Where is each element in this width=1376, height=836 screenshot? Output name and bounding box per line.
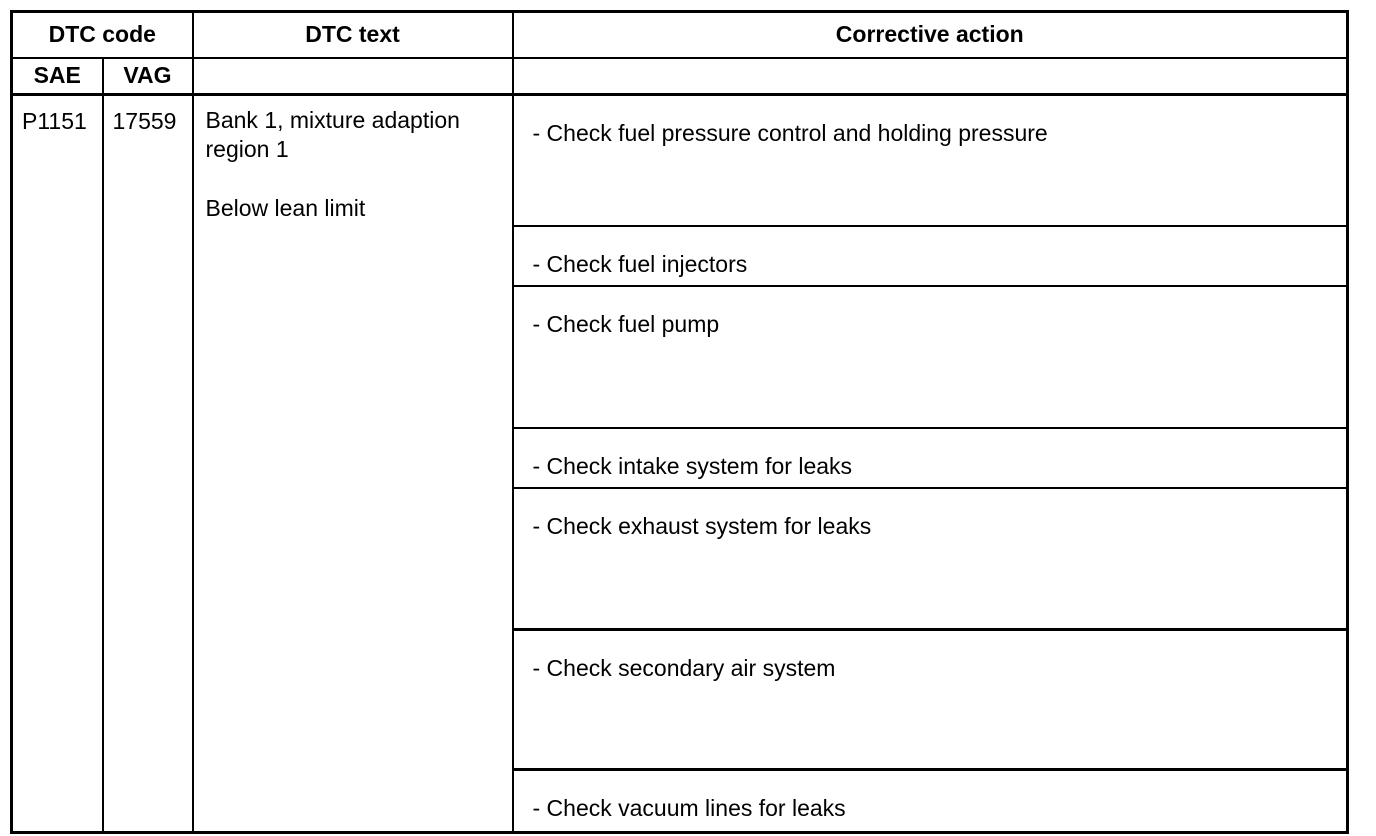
header-corrective-empty-cell <box>511 56 1349 96</box>
corrective-action-item: - Check intake system for leaks <box>514 427 1346 487</box>
dtc-text-line2: Below lean limit <box>205 194 366 221</box>
sae-code-cell: P1151 <box>10 93 104 834</box>
header-corrective-action: Corrective action <box>511 10 1349 59</box>
header-dtc-text: DTC text <box>191 10 514 59</box>
dtc-data-row: P1151 17559 Bank 1, mixture adaption reg… <box>10 93 1349 834</box>
header-row-main: DTC code DTC text Corrective action <box>10 10 1349 59</box>
dtc-table: DTC code DTC text Corrective action SAE … <box>10 10 1349 834</box>
dtc-text-line1: Bank 1, mixture adaption region 1 <box>205 107 460 162</box>
header-vag: VAG <box>101 56 194 96</box>
corrective-action-item: - Check fuel injectors <box>514 225 1346 285</box>
header-dtc-code: DTC code <box>10 10 194 59</box>
vag-code-cell: 17559 <box>101 93 194 834</box>
corrective-action-item: - Check exhaust system for leaks <box>514 487 1346 628</box>
header-row-sub: SAE VAG <box>10 56 1349 96</box>
corrective-action-item: - Check secondary air system <box>514 628 1346 768</box>
header-dtc-text-empty-cell <box>191 56 514 96</box>
header-sae: SAE <box>10 56 104 96</box>
corrective-actions-cell: - Check fuel pressure control and holdin… <box>511 93 1349 834</box>
corrective-action-item: - Check fuel pressure control and holdin… <box>532 120 1048 146</box>
dtc-text-cell: Bank 1, mixture adaption region 1 Below … <box>191 93 514 834</box>
corrective-action-item: - Check fuel pump <box>514 285 1346 427</box>
corrective-action-item: - Check vacuum lines for leaks <box>514 768 1346 831</box>
